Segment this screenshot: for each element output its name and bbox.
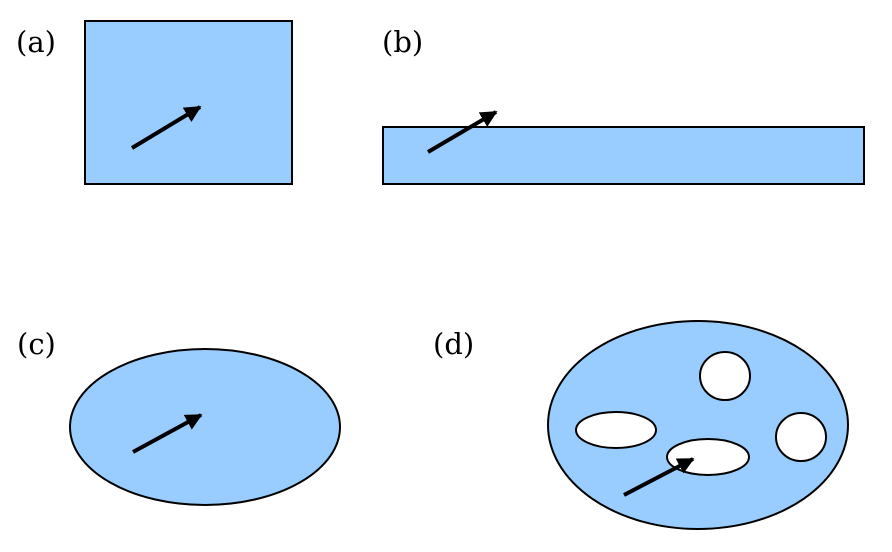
ellipse-shape: [69, 348, 341, 506]
panel-d: (d): [433, 320, 849, 530]
hole-left: [575, 411, 657, 449]
panel-a-label: (a): [16, 25, 56, 59]
arrow-icon: [132, 413, 203, 454]
arrow-icon: [130, 105, 202, 150]
panel-a: (a): [16, 20, 293, 185]
panel-d-label: (d): [433, 327, 474, 361]
hole-center: [666, 438, 750, 476]
thin-rectangle-shape: [382, 126, 865, 185]
square-shape: [84, 20, 293, 185]
hole-right: [775, 412, 827, 462]
panel-b: (b): [382, 25, 865, 185]
holed-ellipse-shape: [547, 320, 849, 530]
arrow-icon: [426, 110, 498, 154]
panel-c-label: (c): [17, 327, 56, 361]
hole-top: [699, 351, 751, 401]
panel-c: (c): [17, 327, 341, 506]
arrow-icon: [623, 457, 695, 497]
panel-b-label: (b): [382, 25, 423, 59]
